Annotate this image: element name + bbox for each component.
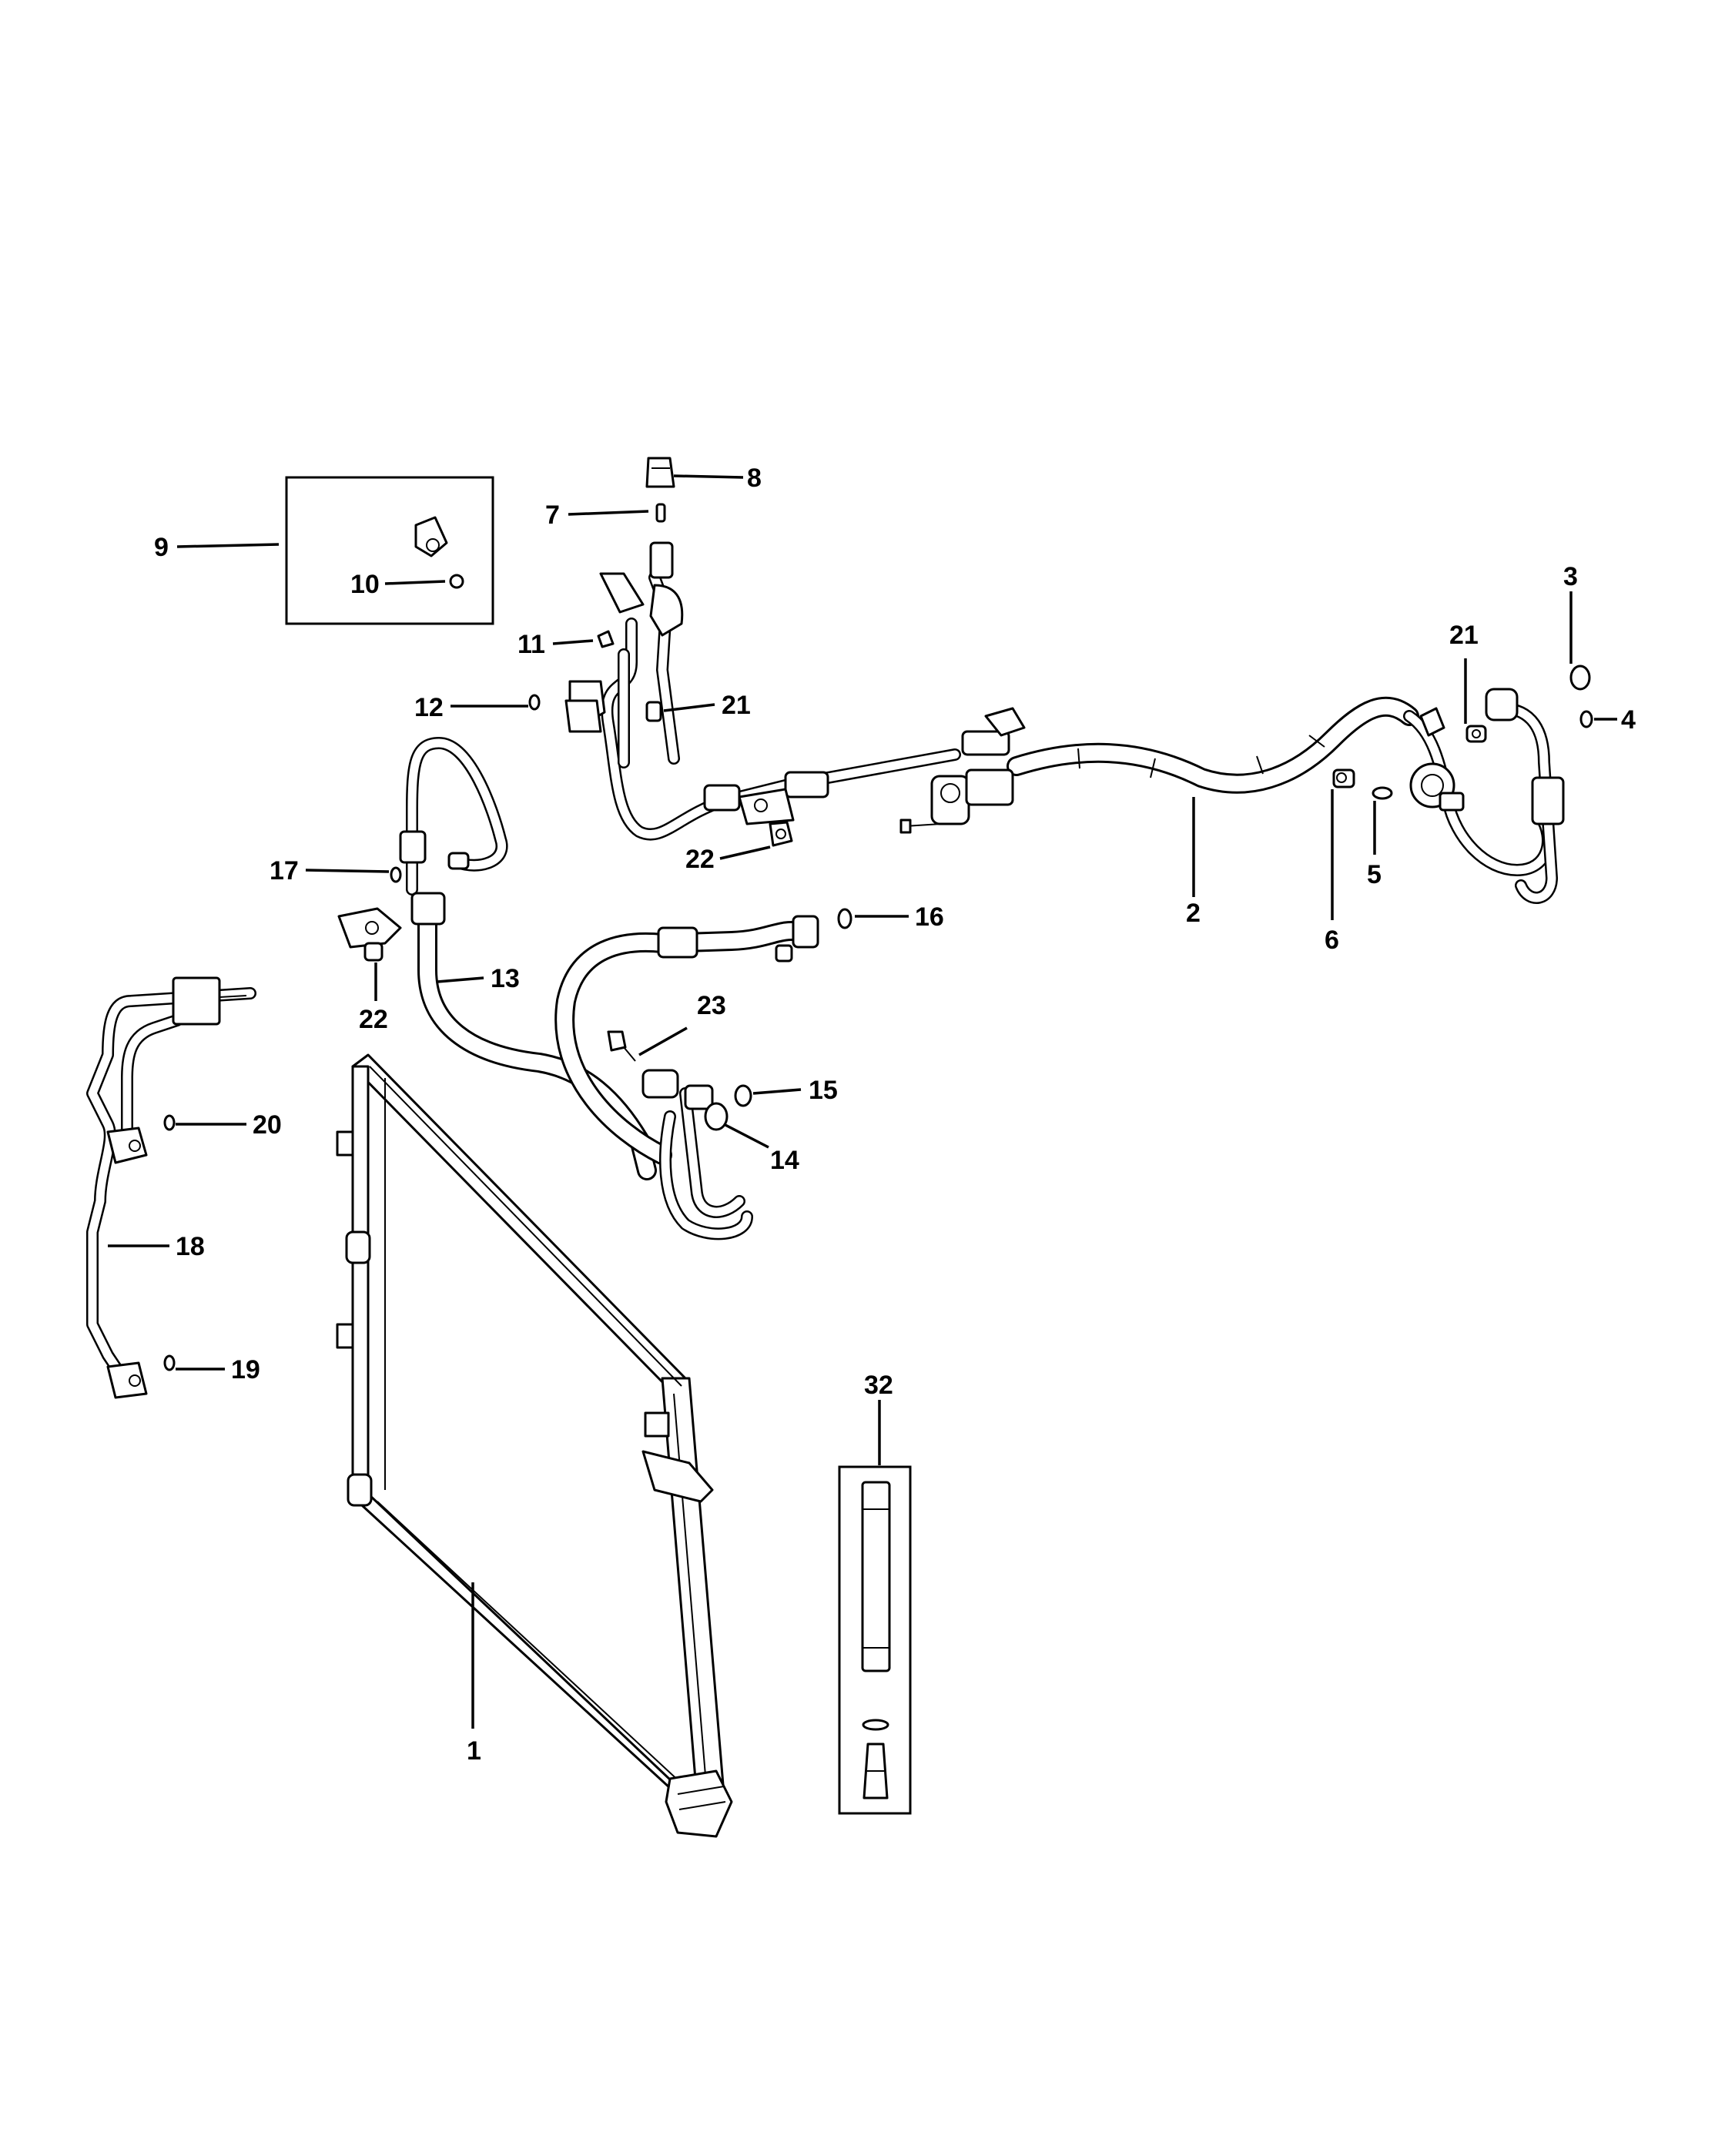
o-ring-3-part (1569, 665, 1591, 691)
callout-6: 6 (1325, 926, 1339, 955)
callout-16: 16 (915, 902, 944, 932)
leader-15 (752, 1088, 802, 1095)
leader-14 (723, 1123, 769, 1149)
callout-labels: 1 2 3 4 5 6 7 8 9 10 11 12 13 14 15 16 1… (154, 464, 1636, 1766)
callout-1: 1 (467, 1736, 481, 1766)
callout-21a: 21 (722, 691, 751, 720)
callout-14: 14 (770, 1146, 799, 1175)
line-18-part (86, 976, 256, 1399)
leader-8 (673, 474, 744, 479)
callout-8: 8 (747, 464, 762, 493)
suction-line-part (899, 688, 1565, 904)
callout-9: 9 (154, 533, 169, 562)
hose-16-part (554, 908, 852, 1240)
o-ring-17-part (390, 866, 402, 883)
leader-13 (437, 976, 484, 983)
bolt-23-part (607, 1030, 636, 1062)
nut-21b-part (1465, 725, 1487, 743)
callout-10: 10 (350, 570, 380, 599)
leader-23 (638, 1026, 688, 1056)
o-ring-4-part (1579, 710, 1593, 728)
callout-13: 13 (491, 964, 520, 993)
kit-32-part (838, 1465, 912, 1815)
callout-18: 18 (176, 1232, 205, 1261)
callout-19: 19 (231, 1355, 260, 1384)
callout-17: 17 (270, 856, 299, 886)
callout-21b: 21 (1449, 621, 1479, 650)
callout-23: 23 (697, 991, 726, 1020)
callout-12: 12 (414, 693, 444, 722)
callout-20: 20 (253, 1110, 282, 1140)
condenser-part (336, 1053, 733, 1838)
callout-4: 4 (1621, 705, 1636, 735)
callout-3: 3 (1563, 562, 1578, 591)
o-ring-19-part (163, 1354, 176, 1371)
leader-9 (176, 543, 280, 548)
leader-11 (552, 639, 594, 645)
leader-10 (384, 580, 446, 585)
callout-11: 11 (518, 630, 545, 659)
o-ring-12-part (528, 694, 541, 711)
o-ring-15-part (734, 1084, 752, 1107)
leader-7 (568, 510, 649, 516)
nut-22a-part (769, 821, 793, 847)
callout-22a: 22 (685, 845, 715, 874)
callout-15: 15 (809, 1076, 838, 1105)
callout-32: 32 (864, 1371, 893, 1400)
callout-5: 5 (1367, 860, 1382, 889)
liquid-line-13-part (337, 737, 657, 1180)
leader-22a (719, 845, 771, 860)
cap-8-part (645, 457, 675, 488)
fitting-6-part (1332, 768, 1355, 788)
nut-21a-part (645, 701, 662, 722)
o-ring-14-part (704, 1102, 729, 1131)
callout-22b: 22 (359, 1005, 388, 1034)
service-port-part (599, 541, 684, 637)
o-ring-11-part (597, 630, 615, 648)
leader-lines (108, 474, 1617, 1729)
pressure-switch-kit-9 (285, 476, 494, 625)
leader-21a (663, 703, 715, 712)
leader-17 (305, 869, 390, 873)
callout-7: 7 (545, 500, 560, 530)
valve-core-7-part (655, 503, 666, 523)
o-ring-5-part (1372, 786, 1393, 800)
nut-22b-part (363, 942, 384, 962)
callout-2: 2 (1186, 899, 1201, 928)
o-ring-20-part (163, 1114, 176, 1131)
